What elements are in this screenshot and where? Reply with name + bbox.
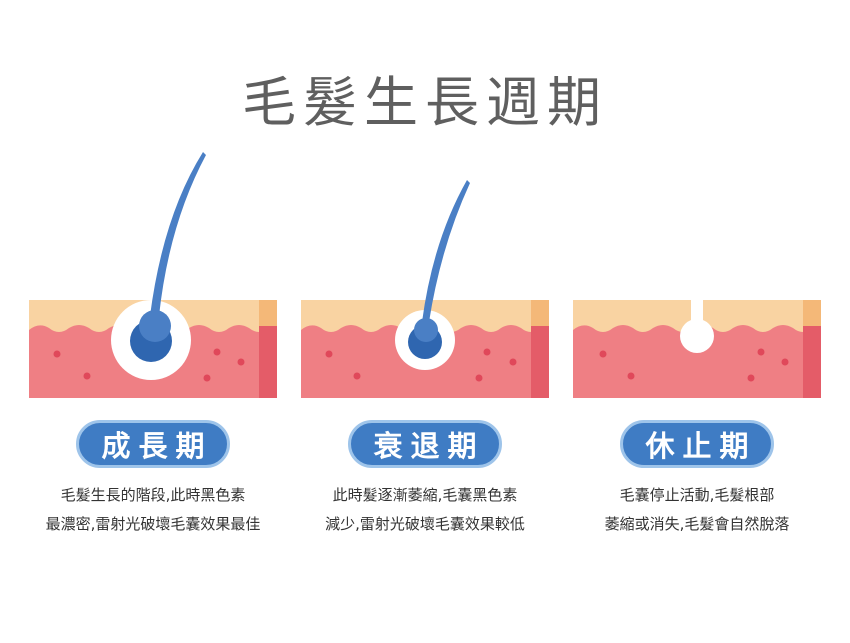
stage-description: 毛囊停止活動,毛髮根部 萎縮或消失,毛髮會自然脫落 [547, 481, 847, 539]
description-line: 毛囊停止活動,毛髮根部 [619, 486, 775, 504]
stage-panel-catagen: 衰退期 此時髮逐漸萎縮,毛囊黑色素 減少,雷射光破壞毛囊效果較低 [301, 140, 549, 540]
page-title: 毛髮生長週期 [242, 71, 608, 134]
description-line: 減少,雷射光破壞毛囊效果較低 [325, 515, 525, 533]
stage-label: 成長期 [76, 420, 230, 468]
description-line: 萎縮或消失,毛髮會自然脫落 [604, 515, 790, 533]
stage-description: 毛髮生長的階段,此時黑色素 最濃密,雷射光破壞毛囊效果最佳 [3, 481, 303, 539]
empty-follicle-icon [573, 298, 821, 398]
stage-label: 休止期 [620, 420, 774, 468]
thinning-hair-with-small-bulb-icon [301, 180, 549, 398]
stage-description: 此時髮逐漸萎縮,毛囊黑色素 減少,雷射光破壞毛囊效果較低 [275, 481, 575, 539]
description-line: 毛髮生長的階段,此時黑色素 [60, 486, 246, 504]
stage-panel-anagen: 成長期 毛髮生長的階段,此時黑色素 最濃密,雷射光破壞毛囊效果最佳 [29, 140, 277, 540]
description-line: 此時髮逐漸萎縮,毛囊黑色素 [332, 486, 518, 504]
long-hair-with-large-bulb-icon [29, 152, 277, 398]
stage-label: 衰退期 [348, 420, 502, 468]
description-line: 最濃密,雷射光破壞毛囊效果最佳 [45, 515, 261, 533]
stage-panel-telogen: 休止期 毛囊停止活動,毛髮根部 萎縮或消失,毛髮會自然脫落 [573, 140, 821, 540]
